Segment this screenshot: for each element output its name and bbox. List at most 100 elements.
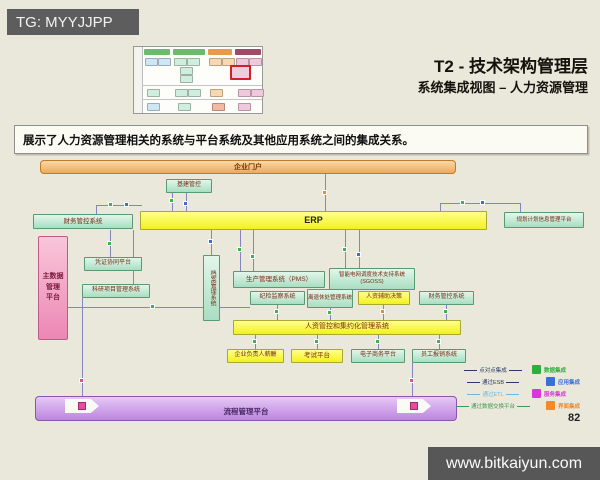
- connector-marker: [274, 309, 279, 314]
- thumbnail-header: [208, 49, 232, 55]
- connector-marker: [375, 339, 380, 344]
- connector-marker: [436, 339, 441, 344]
- connector-line: [520, 203, 521, 212]
- box-caiwu-guankong-left[interactable]: 财务管控系统: [33, 214, 133, 229]
- box-keyan-xiangmu[interactable]: 科研项目管理系统: [82, 284, 150, 298]
- thumbnail-cell: [251, 89, 264, 97]
- thumbnail-cell: [147, 89, 160, 97]
- legend-square-orange: [546, 401, 555, 410]
- legend-line-sample: [466, 381, 480, 383]
- legend-line-sample: [517, 405, 530, 407]
- process-banner-right: [397, 399, 431, 413]
- thumbnail-cell: [222, 58, 235, 66]
- connector-marker: [208, 239, 213, 244]
- thumbnail-header: [173, 49, 205, 55]
- box-renzi-jiyuehua[interactable]: 人资管控和集约化管理系统: [233, 320, 461, 335]
- banner-marker: [410, 402, 418, 410]
- legend-mark-app: 应用集成: [546, 377, 580, 386]
- connector-marker: [314, 339, 319, 344]
- connector-marker: [252, 339, 257, 344]
- thumbnail-cell: [238, 103, 251, 111]
- thumbnail-cell: [180, 75, 193, 83]
- watermark-url: www.bitkaiyun.com: [445, 454, 583, 472]
- legend-square-green: [532, 365, 541, 374]
- legend-mark-ui: 界面集成: [546, 401, 580, 410]
- connector-marker: [327, 310, 332, 315]
- thumbnail-cell: [180, 67, 193, 75]
- box-caiwu-guankong-right[interactable]: 财务管控系统: [419, 291, 474, 305]
- connector-line: [96, 205, 97, 214]
- legend-line-sample: [505, 393, 519, 395]
- box-enterprise-portal[interactable]: 企业门户: [40, 160, 456, 174]
- box-renzi-fuzhu-juece[interactable]: 人资辅助决策: [358, 291, 410, 305]
- thumbnail-cell: [178, 103, 191, 111]
- legend-square-blue: [546, 377, 555, 386]
- connector-line: [96, 205, 142, 206]
- thumbnail-header: [144, 49, 170, 55]
- thumbnail-cell: [147, 103, 160, 111]
- thumbnail-cell: [249, 58, 262, 66]
- legend-mark-data: 数据集成: [532, 365, 566, 374]
- connector-marker: [480, 200, 485, 205]
- page-number: 82: [568, 412, 581, 424]
- connector-marker: [169, 198, 174, 203]
- watermark-tag-bar: TG: MYYJJPP: [7, 9, 139, 35]
- thumbnail-cell: [187, 58, 200, 66]
- box-lituixiu[interactable]: 离退休处管理系统: [307, 289, 353, 308]
- banner-marker: [78, 402, 86, 410]
- thumbnail-cell: [210, 89, 223, 97]
- box-kaoshi-pingtai[interactable]: 考试平台: [291, 349, 343, 363]
- page-subtitle: 系统集成视图 – 人力资源管理: [417, 80, 588, 96]
- legend-line-sample: [506, 381, 519, 383]
- connector-marker: [250, 254, 255, 259]
- box-dianzi-shangwu[interactable]: 电子商务平台: [351, 349, 405, 363]
- thumbnail-divider: [142, 99, 262, 100]
- legend-square-magenta: [532, 389, 541, 398]
- connector-line: [82, 298, 83, 400]
- connector-marker: [79, 378, 84, 383]
- connector-line: [253, 230, 254, 271]
- box-pms[interactable]: 生产管理系统（PMS）: [233, 271, 325, 288]
- box-pingzheng-xietong[interactable]: 凭证协同平台: [84, 257, 142, 271]
- thumbnail-cell: [145, 58, 158, 66]
- watermark-tag-text: TG: MYYJJPP: [16, 13, 113, 31]
- title-block: T2 - 技术架构管理层 系统集成视图 – 人力资源管理: [260, 56, 588, 96]
- description-box: 展示了人力资源管理相关的系统与平台系统及其他应用系统之间的集成关系。: [14, 125, 588, 154]
- box-qiye-fuzeren-xinchou[interactable]: 企业负责人薪酬: [227, 349, 284, 363]
- thumbnail-highlight-box: [230, 65, 251, 80]
- box-jijian-guankong[interactable]: 基建管控: [166, 179, 212, 193]
- connector-marker: [124, 202, 129, 207]
- legend-line-esb: 通过ESB: [456, 378, 530, 386]
- legend-line-sample: [467, 393, 481, 395]
- box-zhushuju-pingtai[interactable]: 主数据 管理 平台: [38, 236, 68, 340]
- thumbnail-cell: [174, 58, 187, 66]
- box-jijian-jiancha[interactable]: 纪检监察系统: [250, 291, 305, 305]
- legend-line-sample: [456, 405, 469, 407]
- connector-marker: [356, 252, 361, 257]
- legend-line-sample: [508, 369, 522, 371]
- connector-marker: [150, 304, 155, 309]
- connector-marker: [342, 247, 347, 252]
- description-text: 展示了人力资源管理相关的系统与平台系统及其他应用系统之间的集成关系。: [23, 134, 414, 147]
- page-title: T2 - 技术架构管理层: [434, 57, 588, 76]
- box-dangan-guanli[interactable]: 档案管理系统: [203, 255, 220, 321]
- thumbnail-cell: [209, 58, 222, 66]
- connector-line: [359, 230, 360, 268]
- box-sgoss[interactable]: 智能电网调度技术支持系统 (SGOSS): [329, 268, 415, 290]
- box-erp[interactable]: ERP: [140, 211, 487, 230]
- thumbnail-divider: [142, 85, 262, 86]
- connector-marker: [380, 309, 385, 314]
- connector-line: [440, 203, 441, 212]
- box-guihua-jihua[interactable]: 规划计划信息管理平台: [504, 212, 584, 228]
- connector-marker: [237, 247, 242, 252]
- thumbnail-cell: [175, 89, 188, 97]
- connector-marker: [108, 202, 113, 207]
- box-yuangong-baoxiao[interactable]: 员工报销系统: [412, 349, 466, 363]
- process-banner-left: [65, 399, 99, 413]
- connector-marker: [107, 241, 112, 246]
- box-liucheng-pingtai[interactable]: 流程管理平台: [35, 396, 457, 421]
- legend-line-etl: 通过ETL: [456, 390, 530, 398]
- connector-marker: [460, 200, 465, 205]
- watermark-bar: www.bitkaiyun.com: [428, 447, 600, 480]
